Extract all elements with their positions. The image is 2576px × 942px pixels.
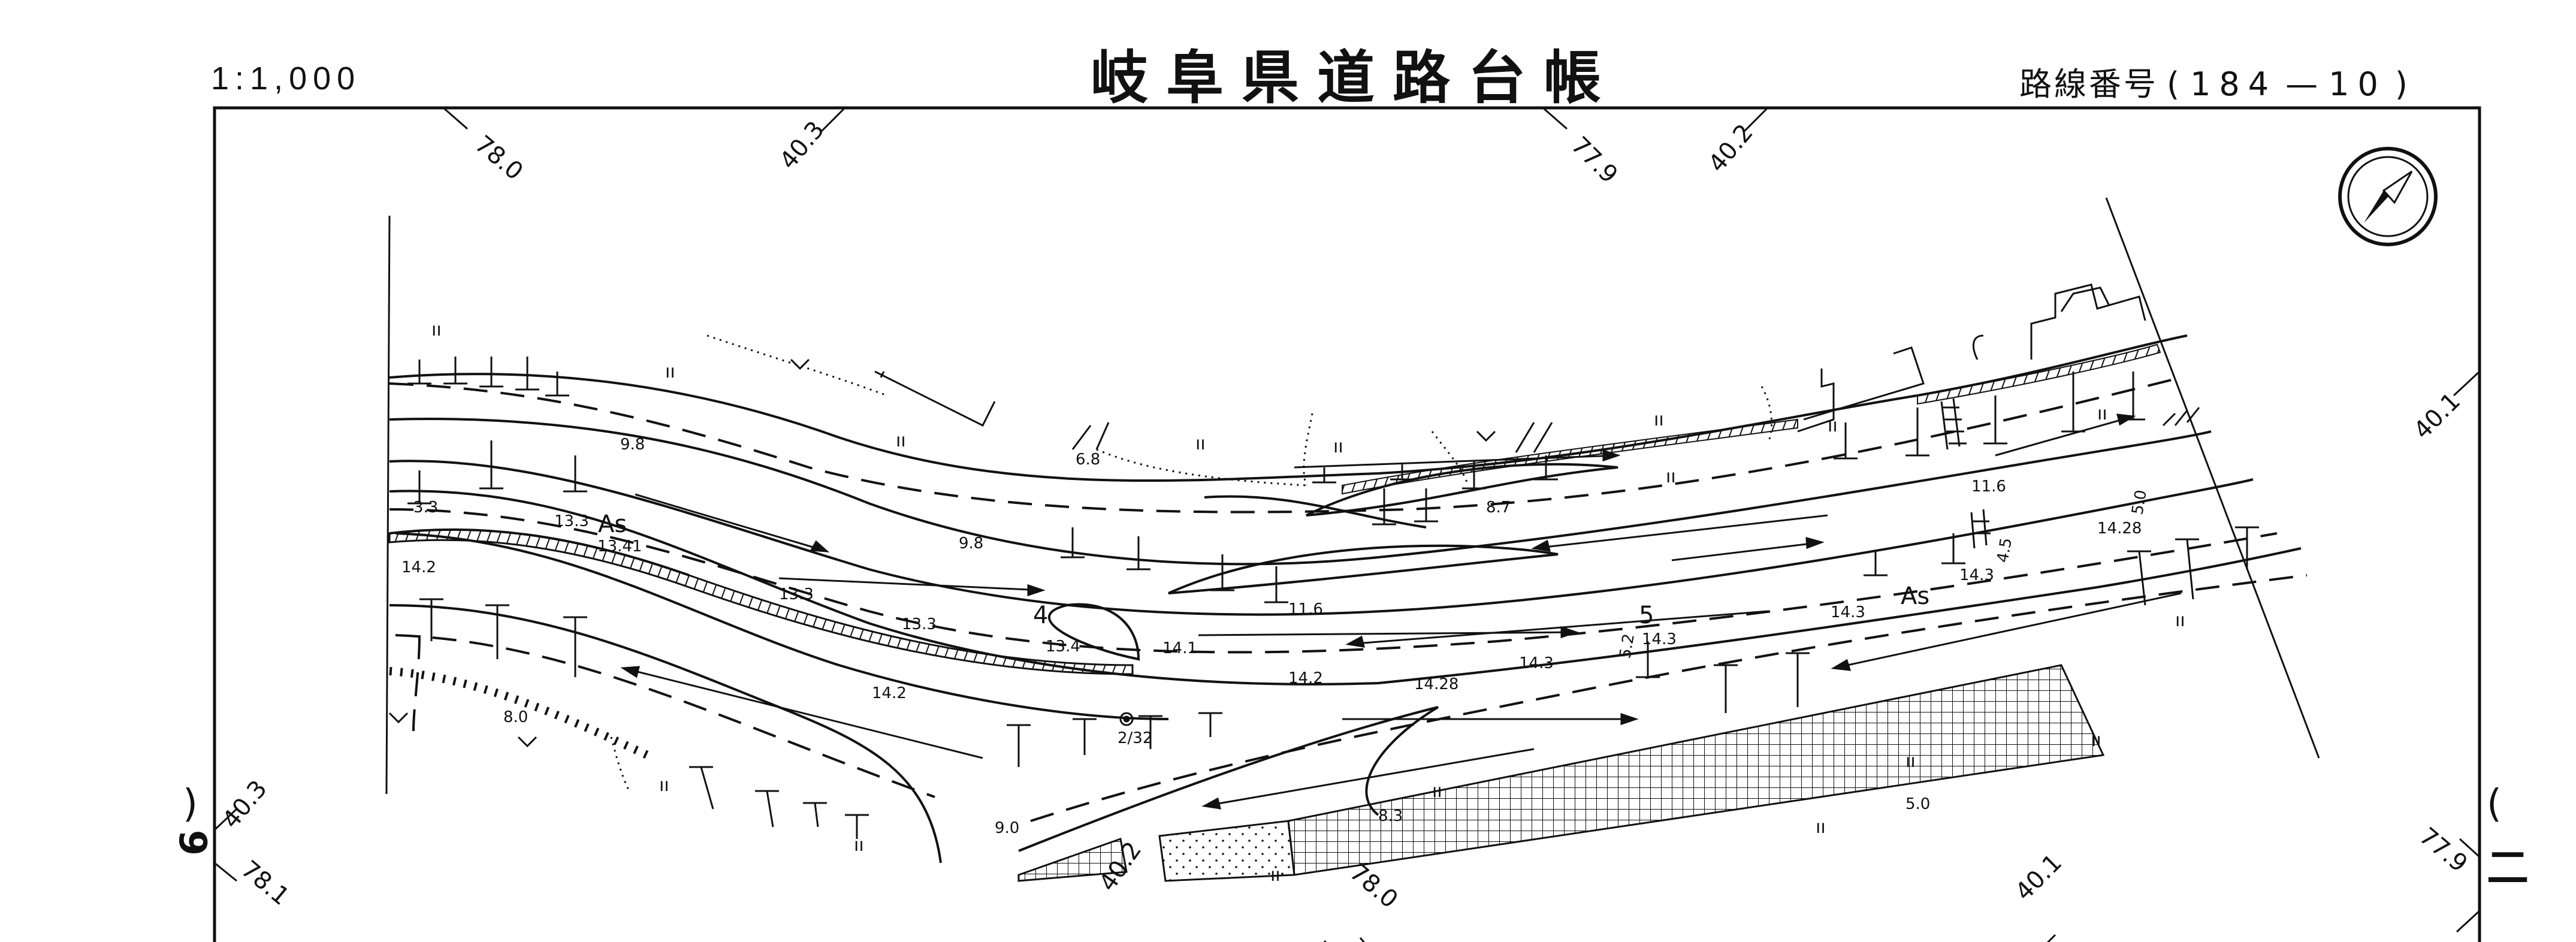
route-number-secondary: 10 — [2329, 65, 2387, 103]
elevation-label: 9.8 — [959, 535, 983, 552]
route-number: 路線番号(184—10) — [2019, 65, 2410, 103]
road-edges — [389, 334, 2302, 864]
svg-text:ıı: ıı — [896, 430, 906, 451]
elevation-label: 11.6 — [1971, 478, 2006, 496]
grid-label: 40.2 — [1703, 119, 1758, 178]
sheet-number-right: 二 — [2487, 843, 2529, 892]
elevation-label: 8.7 — [1486, 499, 1511, 517]
buildings — [874, 283, 2200, 549]
grid-label: 40.3 — [774, 116, 829, 175]
grid-label: 78.0 — [470, 130, 529, 185]
direction-arrows — [620, 413, 2182, 810]
slope-symbols — [407, 357, 2259, 839]
north-arrow-icon — [2338, 147, 2438, 246]
elevation-label: 13.3 — [902, 615, 937, 633]
svg-text:ıı: ıı — [1828, 415, 1838, 436]
elevation-label: 8.3 — [1378, 807, 1403, 825]
svg-text:ıı: ıı — [431, 319, 442, 340]
elevation-label: 14.2 — [1288, 669, 1323, 687]
sheet-paren-left-open: ) — [183, 782, 198, 826]
grid-label: 77.9 — [2414, 822, 2473, 877]
paved-areas — [1017, 664, 2105, 882]
svg-text:ıı: ıı — [854, 835, 864, 856]
misc-marks — [388, 334, 1984, 748]
elevation-label: 14.3 — [1642, 630, 1677, 648]
svg-text:ıı: ıı — [1666, 466, 1676, 487]
map-title: 岐阜県道路台帳 — [1091, 44, 1619, 111]
elevation-label: 2/32 — [1118, 729, 1152, 747]
elevation-label: 5.2 — [1616, 632, 1638, 660]
elevation-label: 9.8 — [620, 436, 645, 454]
elevation-label: 4.5 — [1994, 536, 2016, 564]
elevation-label: 5.0 — [2128, 488, 2151, 516]
svg-text:ıı: ıı — [1816, 817, 1826, 838]
road-labels: As As 4 5 — [598, 511, 1929, 629]
chainage-label: 4 — [1033, 602, 1048, 629]
svg-text:ıı: ıı — [1195, 433, 1206, 454]
spot-elevations: 9.8 3.3 13.3 13.41 14.2 6.8 9.8 13.3 13.… — [401, 436, 2151, 837]
elevation-label: 13.4 — [1046, 638, 1080, 656]
elevation-label: 11.6 — [1288, 600, 1323, 618]
elevation-label: 5.0 — [1905, 795, 1930, 813]
elevation-label: 14.28 — [2097, 520, 2142, 538]
grid-ticks — [213, 107, 2481, 942]
elevation-label: 8.0 — [503, 708, 528, 726]
sheet-paren-right-open: ( — [2487, 782, 2502, 826]
svg-text:ıı: ıı — [2097, 403, 2107, 424]
svg-text:ıı: ıı — [1333, 436, 1343, 457]
grid-label: 40.1 — [2409, 388, 2466, 445]
map-frame — [213, 106, 2481, 942]
route-label: 路線番号 — [2019, 65, 2158, 103]
grid-label: 78.1 — [236, 855, 295, 910]
curb-bands — [388, 343, 2161, 759]
elevation-label: 3.3 — [413, 499, 438, 517]
grid-label: 40.3 — [217, 775, 272, 834]
property-boundaries — [610, 334, 1772, 792]
elevation-label: 14.2 — [401, 558, 436, 576]
elevation-label: 14.3 — [1959, 566, 1994, 584]
grid-label: 40.1 — [2010, 849, 2068, 907]
surface-label: As — [1901, 582, 1929, 610]
elevation-label: 9.0 — [995, 819, 1019, 837]
survey-boundaries — [385, 197, 2320, 795]
route-number-primary: 184 — [2190, 65, 2278, 103]
svg-text:ıı: ıı — [665, 361, 675, 382]
svg-text:ıı: ıı — [659, 775, 669, 796]
elevation-label: 14.2 — [872, 684, 907, 702]
elevation-label: 14.28 — [1414, 675, 1458, 693]
elevation-label: 14.3 — [1831, 603, 1865, 621]
lane-lines — [389, 376, 2308, 822]
elevation-label: 13.3 — [779, 585, 814, 603]
elevation-label: 6.8 — [1076, 451, 1100, 469]
elevation-label: 14.3 — [1519, 654, 1554, 672]
grid-label: 77.9 — [1566, 132, 1623, 189]
surface-label: As — [598, 511, 627, 538]
elevation-label: 13.3 — [554, 512, 589, 530]
chainage-label: 5 — [1639, 602, 1654, 629]
elevation-label: 13.41 — [597, 538, 642, 555]
map-scale: 1:1,000 — [211, 61, 361, 96]
svg-text:ıı: ıı — [2175, 610, 2185, 631]
svg-text:ıı: ıı — [1654, 409, 1664, 430]
elevation-label: 14.1 — [1162, 639, 1197, 657]
